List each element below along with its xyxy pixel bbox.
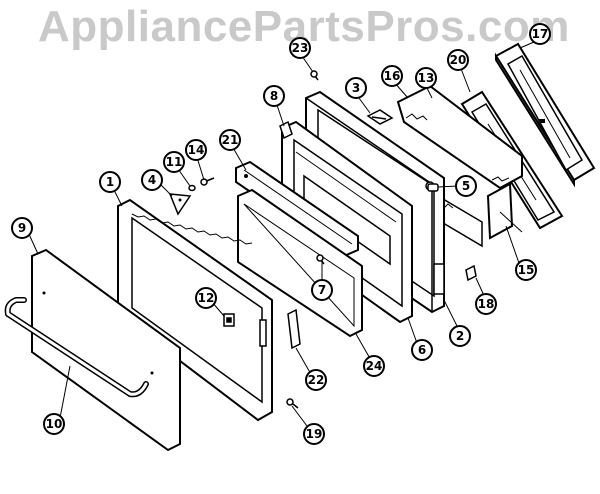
callout-3: 3	[345, 77, 367, 99]
part-13-insulation	[398, 86, 522, 246]
callout-20: 20	[447, 49, 469, 71]
callout-1: 1	[99, 171, 121, 193]
part-4-triangle-badge	[170, 194, 190, 214]
callout-7: 7	[311, 279, 333, 301]
callout-5: 5	[455, 175, 477, 197]
callout-9: 9	[11, 217, 33, 239]
part-9-outer-panel	[32, 250, 180, 450]
callout-11: 11	[163, 151, 185, 173]
svg-text:2: 2	[456, 329, 464, 343]
callout-14: 14	[185, 139, 207, 161]
svg-text:15: 15	[518, 263, 535, 277]
svg-text:10: 10	[46, 417, 63, 431]
callout-21: 21	[219, 129, 241, 151]
svg-text:16: 16	[384, 69, 401, 83]
part-22-trim-strip	[288, 310, 300, 348]
svg-text:9: 9	[18, 221, 26, 235]
svg-text:8: 8	[270, 89, 278, 103]
callout-4: 4	[141, 169, 163, 191]
callout-23: 23	[289, 37, 311, 59]
callout-8: 8	[263, 85, 285, 107]
part-21-channel	[236, 162, 358, 256]
part-8-bracket	[280, 122, 292, 138]
part-7-screw	[317, 255, 324, 264]
svg-text:17: 17	[532, 27, 549, 41]
svg-text:23: 23	[292, 41, 309, 55]
svg-text:7: 7	[318, 283, 326, 297]
part-23-screw	[311, 71, 318, 80]
part-10-door-handle	[8, 300, 146, 394]
part-19-screw	[287, 399, 298, 408]
callout-10: 10	[43, 413, 65, 435]
svg-text:3: 3	[352, 81, 360, 95]
svg-text:6: 6	[418, 343, 426, 357]
svg-text:18: 18	[478, 297, 495, 311]
callout-19: 19	[303, 423, 325, 445]
callout-18: 18	[475, 293, 497, 315]
callout-24: 24	[363, 355, 385, 377]
svg-text:22: 22	[308, 373, 325, 387]
part-11-washer	[189, 186, 195, 191]
callout-13: 13	[415, 67, 437, 89]
part-24-glass-panel	[238, 190, 362, 336]
part-3-vent-bracket	[368, 110, 392, 124]
svg-text:19: 19	[306, 427, 323, 441]
callout-6: 6	[411, 339, 433, 361]
callout-16: 16	[381, 65, 403, 87]
callout-12: 12	[195, 287, 217, 309]
callout-17: 17	[529, 23, 551, 45]
svg-text:4: 4	[148, 173, 156, 187]
callout-2: 2	[449, 325, 471, 347]
part-17-rear-frame	[496, 44, 594, 184]
part-18-clip	[466, 266, 476, 280]
svg-text:21: 21	[222, 133, 239, 147]
part-5-clip	[428, 184, 438, 191]
part-6-inner-panel	[282, 122, 412, 322]
part-12-badge	[224, 314, 234, 326]
callout-15: 15	[515, 259, 537, 281]
svg-text:20: 20	[450, 53, 467, 67]
svg-text:1: 1	[106, 175, 114, 189]
svg-text:12: 12	[198, 291, 215, 305]
part-14-screw	[201, 178, 214, 185]
svg-text:13: 13	[418, 71, 435, 85]
svg-text:11: 11	[166, 155, 183, 169]
svg-text:14: 14	[188, 143, 205, 157]
part-1-door-frame	[118, 200, 272, 420]
callout-22: 22	[305, 369, 327, 391]
svg-text:5: 5	[462, 179, 470, 193]
svg-text:24: 24	[366, 359, 383, 373]
